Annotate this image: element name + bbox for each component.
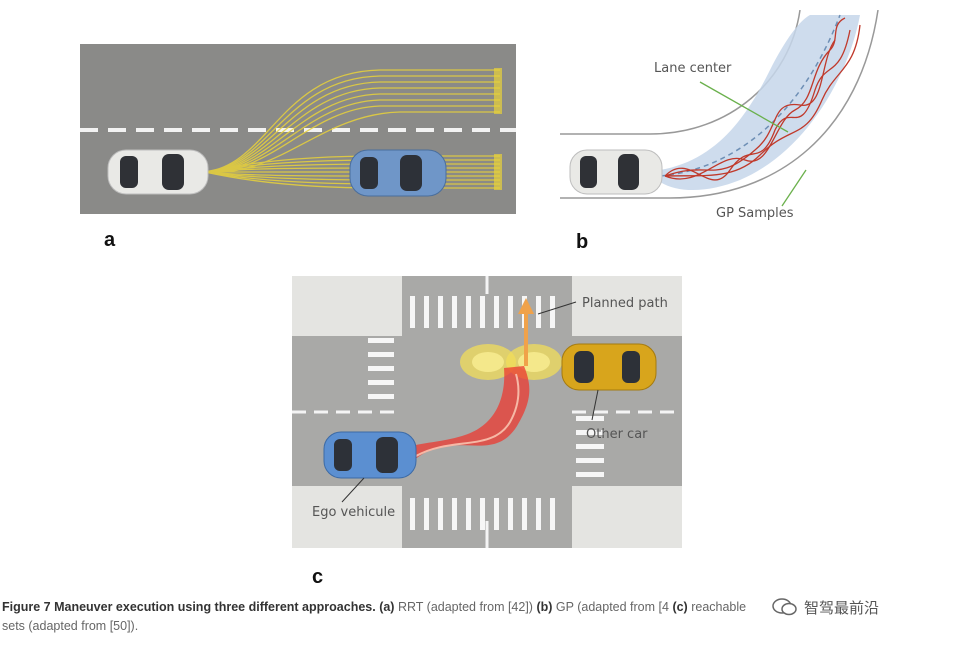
ego-car-b (569, 149, 663, 195)
watermark-text: 智驾最前沿 (804, 598, 880, 617)
caption-a-tag: (a) (379, 600, 395, 614)
caption-title: Figure 7 Maneuver execution using three … (2, 600, 376, 614)
caption-line2: sets (adapted from [50]). (2, 619, 139, 633)
gp-variance-band (660, 15, 860, 191)
caption-c-text: reachable (691, 600, 747, 614)
planned-path-label: Planned path (582, 296, 668, 311)
lane-center-label: Lane center (654, 61, 732, 76)
caption-b-text: GP (adapted from [4 (555, 600, 669, 614)
crosswalk-right (576, 416, 604, 477)
lane-center-pointer (699, 81, 789, 133)
gp-samples-label: GP Samples (716, 206, 794, 220)
crosswalk-bottom (410, 498, 555, 530)
panel-c-reachable-sets: Planned path Other car Ego vehicule (292, 276, 682, 548)
ego-vehicle-label: Ego vehicule (312, 505, 395, 520)
planned-path-arrow-head (518, 298, 534, 314)
panel-c-label: c (312, 566, 324, 588)
caption-b-tag: (b) (536, 600, 553, 614)
other-car-pointer (591, 389, 599, 421)
other-car-label: Other car (586, 427, 648, 442)
watermark: 智驾最前沿 (772, 594, 932, 620)
caption-c-tag: (c) (672, 600, 688, 614)
gp-samples-pointer (781, 169, 807, 207)
panel-b-label: b (576, 231, 589, 253)
panel-a-label: a (104, 229, 116, 251)
ego-pointer (341, 477, 365, 503)
rrt-goal-top (494, 68, 502, 114)
caption-a-text: RRT (adapted from [42]) (397, 600, 533, 614)
gp-samples (664, 17, 861, 181)
planned-path-pointer (537, 301, 577, 315)
reachable-set-red (412, 366, 530, 462)
blue-car-a (349, 149, 447, 197)
figure-caption: Figure 7 Maneuver execution using three … (2, 598, 958, 636)
ego-car-a (107, 149, 209, 195)
road-edge-outer (560, 10, 879, 199)
rrt-goal-bottom (494, 154, 502, 190)
wechat-icon (772, 598, 797, 616)
crosswalk-left (368, 338, 394, 399)
lane-center-line (659, 14, 841, 177)
other-car (561, 343, 657, 391)
rrt-paths (204, 69, 500, 189)
panel-b-gp: Lane center GP Samples (560, 10, 879, 220)
ego-vehicle (323, 431, 417, 479)
panel-a-rrt (80, 44, 516, 214)
